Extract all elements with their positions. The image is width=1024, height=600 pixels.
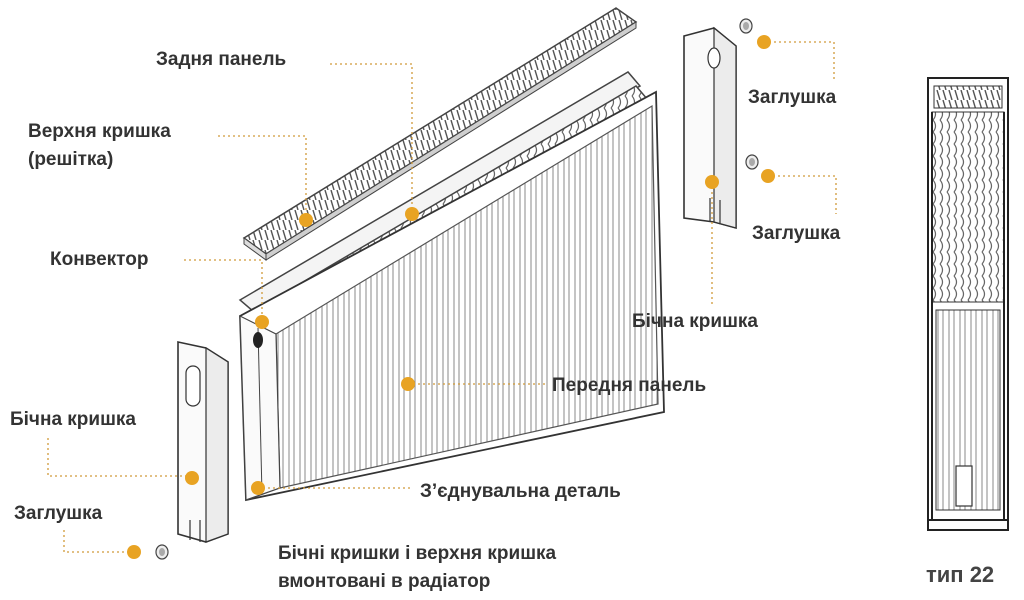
label-plug-left: Заглушка <box>14 503 103 524</box>
radiator-side-view <box>927 77 1009 531</box>
label-side-cover-left: Бічна кришка <box>10 409 136 430</box>
label-plug-right-top: Заглушка <box>748 87 837 108</box>
dot-side-cover-right <box>705 175 719 189</box>
front-panel <box>239 90 665 502</box>
pipe-opening <box>253 332 263 348</box>
dot-plug-left <box>127 545 141 559</box>
dot-connector <box>251 481 265 495</box>
note-line2: вмонтовані в радіатор <box>278 571 491 592</box>
dot-side-cover-left <box>185 471 199 485</box>
dot-convector <box>255 315 269 329</box>
label-convector: Конвектор <box>50 249 149 270</box>
label-top-cover-line1: Верхня кришка <box>28 121 171 142</box>
dot-plug-right-top <box>757 35 771 49</box>
top-cover-grille <box>242 7 638 261</box>
note-line1: Бічні кришки і верхня кришка <box>278 543 557 564</box>
plug-right-mid-icon <box>745 154 759 170</box>
label-top-cover-line2: (решітка) <box>28 149 114 170</box>
label-side-cover-right: Бічна кришка <box>632 311 758 332</box>
label-front-panel: Передня панель <box>552 375 707 396</box>
dot-plug-right-mid <box>761 169 775 183</box>
dot-rear-panel <box>405 207 419 221</box>
side-cover-right <box>683 26 737 230</box>
dot-front-panel <box>401 377 415 391</box>
side-cover-left <box>177 341 229 543</box>
type-label: тип 22 <box>926 562 995 587</box>
label-plug-right-mid: Заглушка <box>752 223 841 244</box>
label-connector: З’єднувальна деталь <box>420 481 621 502</box>
plug-left-icon <box>155 544 169 560</box>
rear-panel <box>238 71 642 313</box>
callout-dots <box>127 35 775 559</box>
dot-top-cover <box>299 213 313 227</box>
plug-right-top-icon <box>739 18 753 34</box>
label-rear-panel: Задня панель <box>156 49 287 70</box>
leader-lines <box>47 41 837 553</box>
